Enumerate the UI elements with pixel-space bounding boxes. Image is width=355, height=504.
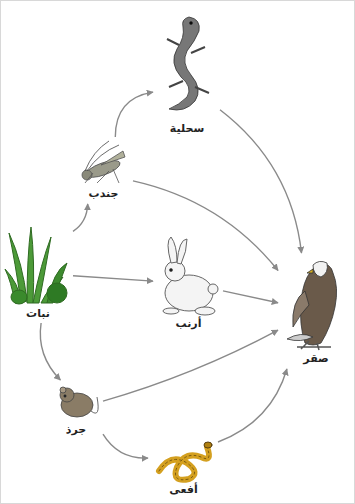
feeding-arrow	[73, 204, 88, 231]
organism-node: جندب	[76, 139, 131, 201]
feeding-arrow	[115, 92, 153, 137]
feeding-arrow	[223, 291, 278, 303]
snake-drawing	[159, 442, 212, 480]
feeding-arrow	[40, 323, 60, 380]
rat-drawing	[60, 387, 98, 417]
hawk-drawing	[287, 261, 337, 350]
organism-label: جرذ	[64, 422, 88, 437]
organism-label: جندب	[87, 186, 121, 201]
feeding-arrow	[220, 110, 302, 253]
organism-node: سحلية	[156, 13, 218, 136]
feeding-arrow	[103, 434, 148, 458]
organism-node: جرذ	[51, 383, 101, 437]
lizard-drawing	[167, 17, 209, 110]
organism-label: صقر	[301, 351, 330, 366]
organism-node: أفعى	[151, 437, 216, 497]
organism-label: سحلية	[168, 121, 206, 136]
feeding-arrow	[103, 330, 278, 401]
feeding-arrow	[133, 181, 278, 271]
feeding-arrow	[73, 276, 153, 281]
organism-node: أرنب	[156, 236, 221, 331]
plant-drawing	[5, 227, 67, 304]
organism-label: أرنب	[174, 316, 204, 331]
feeding-arrow	[218, 369, 287, 442]
organism-label: أفعى	[167, 482, 199, 497]
organism-label: نبات	[24, 306, 52, 321]
grasshopper-drawing	[82, 141, 125, 183]
organism-node: صقر	[281, 256, 351, 366]
rabbit-drawing	[163, 237, 218, 315]
organism-node: نبات	[5, 226, 71, 321]
